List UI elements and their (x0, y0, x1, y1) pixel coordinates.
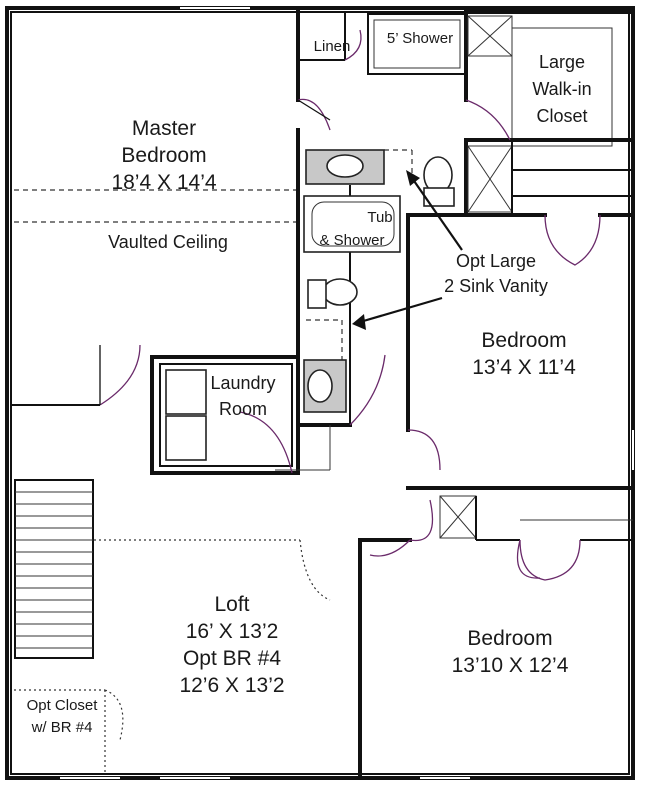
loft-title: Loft (214, 593, 249, 616)
opt-closet-label-2: w/ BR #4 (31, 719, 93, 736)
staircase (15, 491, 93, 649)
loft-opt-dims: 12’6 X 13’2 (179, 674, 284, 697)
exterior-walls (5, 6, 635, 780)
linen-label: Linen (314, 38, 351, 55)
shower-label: 5’ Shower (387, 30, 453, 47)
dryer (165, 415, 207, 461)
bathtub (303, 195, 401, 253)
laundry-label-2: Room (219, 399, 267, 419)
bedroom2-title: Bedroom (481, 329, 566, 352)
dashed-lines (14, 149, 413, 775)
bath-fixtures (165, 149, 455, 461)
vanity-arrows (352, 170, 463, 330)
closet-label-1: Large (539, 52, 585, 72)
opt-closet-label-1: Opt Closet (27, 697, 99, 714)
tub-label-1: Tub (367, 209, 392, 226)
loft-opt-label: Opt BR #4 (183, 647, 281, 670)
washer (165, 369, 207, 415)
bedroom3-dims: 13’10 X 12’4 (452, 654, 569, 677)
loft-dims: 16’ X 13’2 (186, 620, 279, 643)
sink (326, 154, 364, 178)
master-bedroom-title: Master (132, 117, 196, 140)
door-swings (99, 29, 601, 581)
bedroom3-title: Bedroom (467, 627, 552, 650)
vaulted-ceiling-label: Vaulted Ceiling (108, 232, 228, 252)
bedroom2-dims: 13’4 X 11’4 (472, 356, 576, 379)
interior-walls (11, 10, 635, 780)
tub-label-2: & Shower (319, 232, 384, 249)
closet-label-3: Closet (536, 106, 587, 126)
vanity-note-2: 2 Sink Vanity (444, 276, 548, 296)
laundry-label-1: Laundry (210, 373, 275, 393)
master-bedroom-dims: 18’4 X 14’4 (111, 171, 216, 194)
toilet (322, 278, 358, 306)
master-bedroom-title-2: Bedroom (121, 144, 206, 167)
vanity-note-1: Opt Large (456, 251, 536, 271)
closet-label-2: Walk-in (532, 79, 591, 99)
room-labels: Master Bedroom 18’4 X 14’4 Vaulted Ceili… (27, 30, 592, 736)
